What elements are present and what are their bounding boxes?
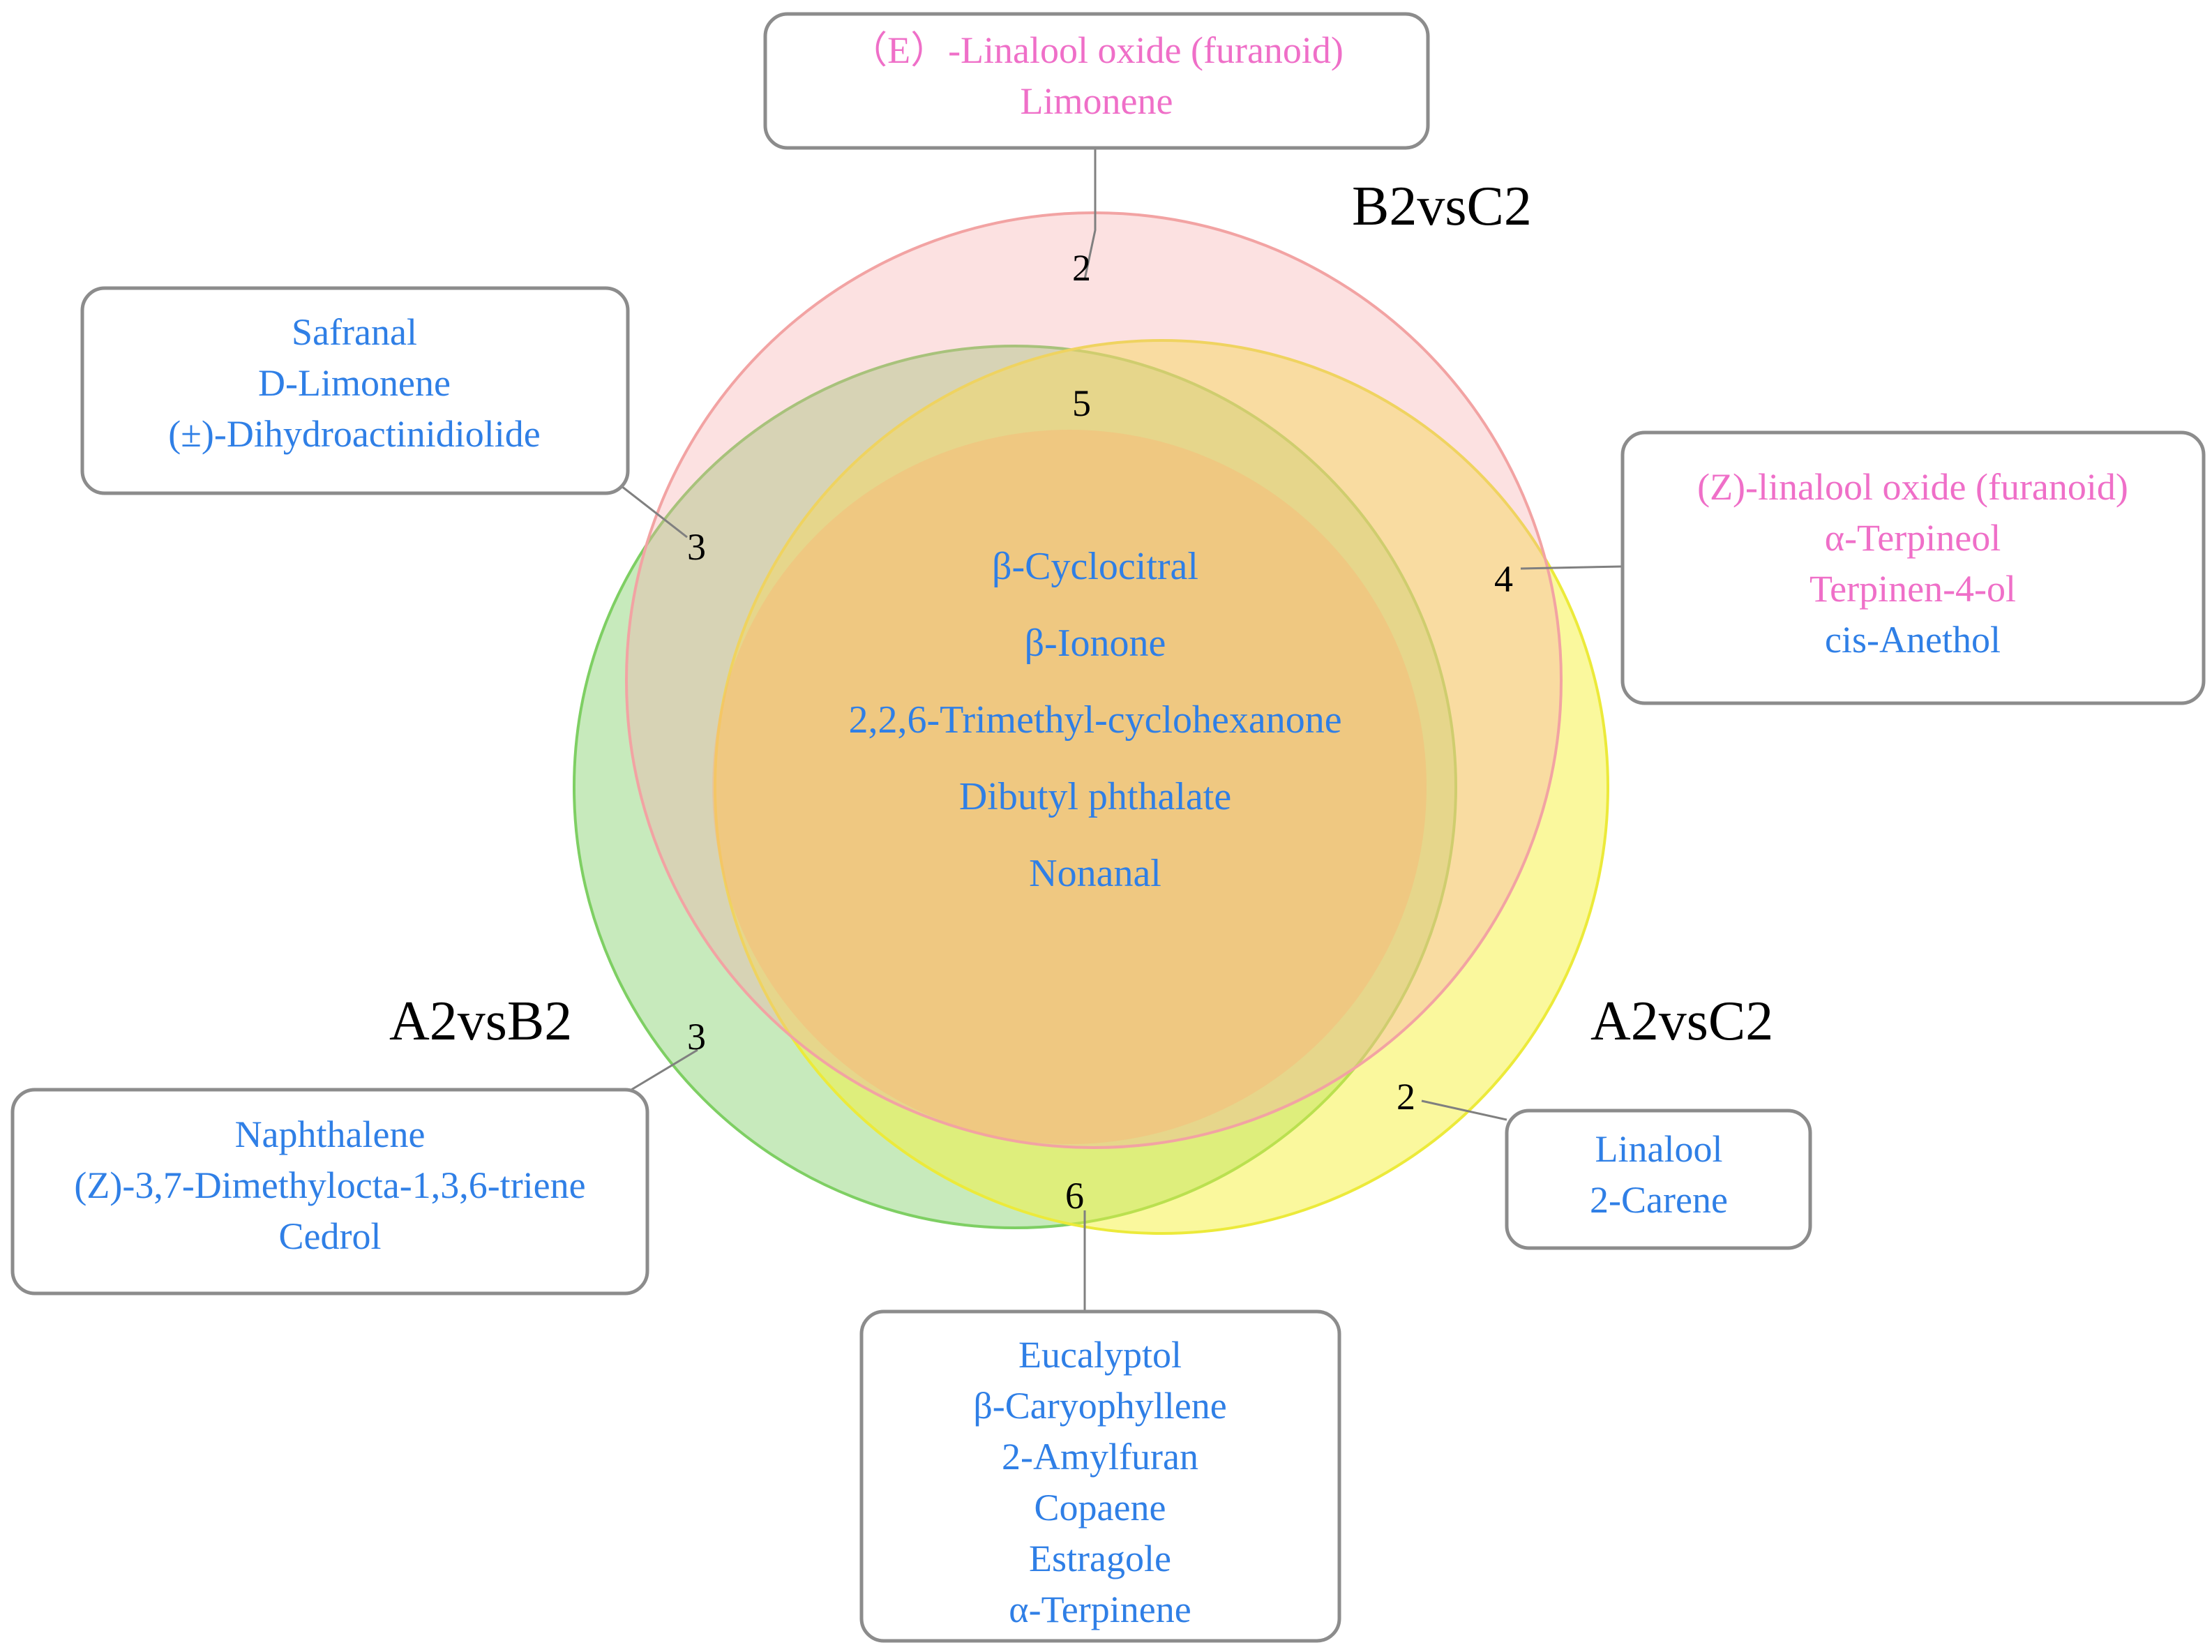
- box-line: α-Terpinene: [1009, 1589, 1191, 1630]
- count-b2c2-only: 2: [1072, 247, 1091, 289]
- box-top: [763, 12, 1430, 150]
- box-lower-left: [10, 1088, 649, 1296]
- box-bottom-text: Eucalyptol β-Caryophyllene 2-Amylfuran C…: [973, 1334, 1226, 1630]
- leader-right: [1520, 565, 1623, 570]
- leader-lower-right: [1421, 1099, 1507, 1121]
- count-a2c2-only: 2: [1397, 1076, 1415, 1118]
- leader-top: [1083, 148, 1097, 280]
- center-item: 2,2,6-Trimethyl-cyclohexanone: [848, 698, 1341, 742]
- box-line: Naphthalene: [235, 1113, 426, 1155]
- box-line: D-Limonene: [258, 362, 451, 404]
- box-line: (Z)-linalool oxide (furanoid): [1697, 466, 2128, 508]
- count-b2c2-a2b2: 5: [1072, 382, 1091, 424]
- center-item: Dibutyl phthalate: [959, 775, 1231, 818]
- center-item: β-Cyclocitral: [992, 545, 1198, 588]
- box-lower-left-text: Naphthalene (Z)-3,7-Dimethylocta-1,3,6-t…: [74, 1113, 585, 1257]
- leader-upper-left: [615, 480, 688, 539]
- box-line: (Z)-3,7-Dimethylocta-1,3,6-triene: [74, 1164, 585, 1206]
- box-line: （E）-Linalool oxide (furanoid): [850, 29, 1344, 71]
- set-label-b2c2: B2vsC2: [1352, 176, 1532, 237]
- box-line: Linalool: [1595, 1128, 1723, 1170]
- count-a2b2-a2c2: 6: [1065, 1175, 1084, 1217]
- box-line: 2-Carene: [1590, 1179, 1728, 1221]
- box-lower-right-text: Linalool 2-Carene: [1590, 1128, 1728, 1221]
- box-line: (±)-Dihydroactinidiolide: [168, 413, 541, 455]
- box-line: 2-Amylfuran: [1002, 1436, 1198, 1478]
- box-line: Estragole: [1029, 1538, 1171, 1579]
- box-line: α-Terpineol: [1825, 517, 2001, 559]
- count-b2c2-a2c2: 4: [1494, 558, 1513, 600]
- box-line: Limonene: [1021, 80, 1173, 122]
- set-label-a2c2: A2vsC2: [1590, 991, 1773, 1052]
- center-list: β-Cyclocitral β-Ionone 2,2,6-Trimethyl-c…: [848, 545, 1341, 895]
- box-line: Safranal: [292, 311, 417, 353]
- set-label-a2b2: A2vsB2: [389, 991, 572, 1052]
- box-upper-left: [80, 286, 630, 495]
- box-line: cis-Anethol: [1825, 619, 2001, 661]
- circle-a2c2: [714, 339, 1609, 1235]
- circle-b2c2: [625, 211, 1563, 1149]
- center-item: Nonanal: [1029, 852, 1161, 895]
- box-upper-left-text: Safranal D-Limonene (±)-Dihydroactinidio…: [168, 311, 541, 455]
- central-overlap: [712, 430, 1427, 1144]
- leader-lower-left: [631, 1049, 698, 1091]
- box-line: Copaene: [1034, 1487, 1166, 1529]
- box-line: Cedrol: [279, 1215, 382, 1257]
- box-line: Eucalyptol: [1018, 1334, 1182, 1376]
- box-bottom: [859, 1309, 1341, 1643]
- box-lower-right: [1505, 1109, 1812, 1250]
- box-right-text: (Z)-linalool oxide (furanoid) α-Terpineo…: [1697, 466, 2128, 661]
- box-line: Terpinen-4-ol: [1810, 568, 2016, 610]
- count-a2b2-b2c2-left: 3: [687, 526, 706, 568]
- box-line: β-Caryophyllene: [973, 1385, 1226, 1427]
- center-item: β-Ionone: [1025, 622, 1166, 665]
- box-right: [1620, 430, 2206, 705]
- box-top-text: （E）-Linalool oxide (furanoid) Limonene: [850, 29, 1344, 122]
- count-a2b2-only: 3: [687, 1016, 706, 1058]
